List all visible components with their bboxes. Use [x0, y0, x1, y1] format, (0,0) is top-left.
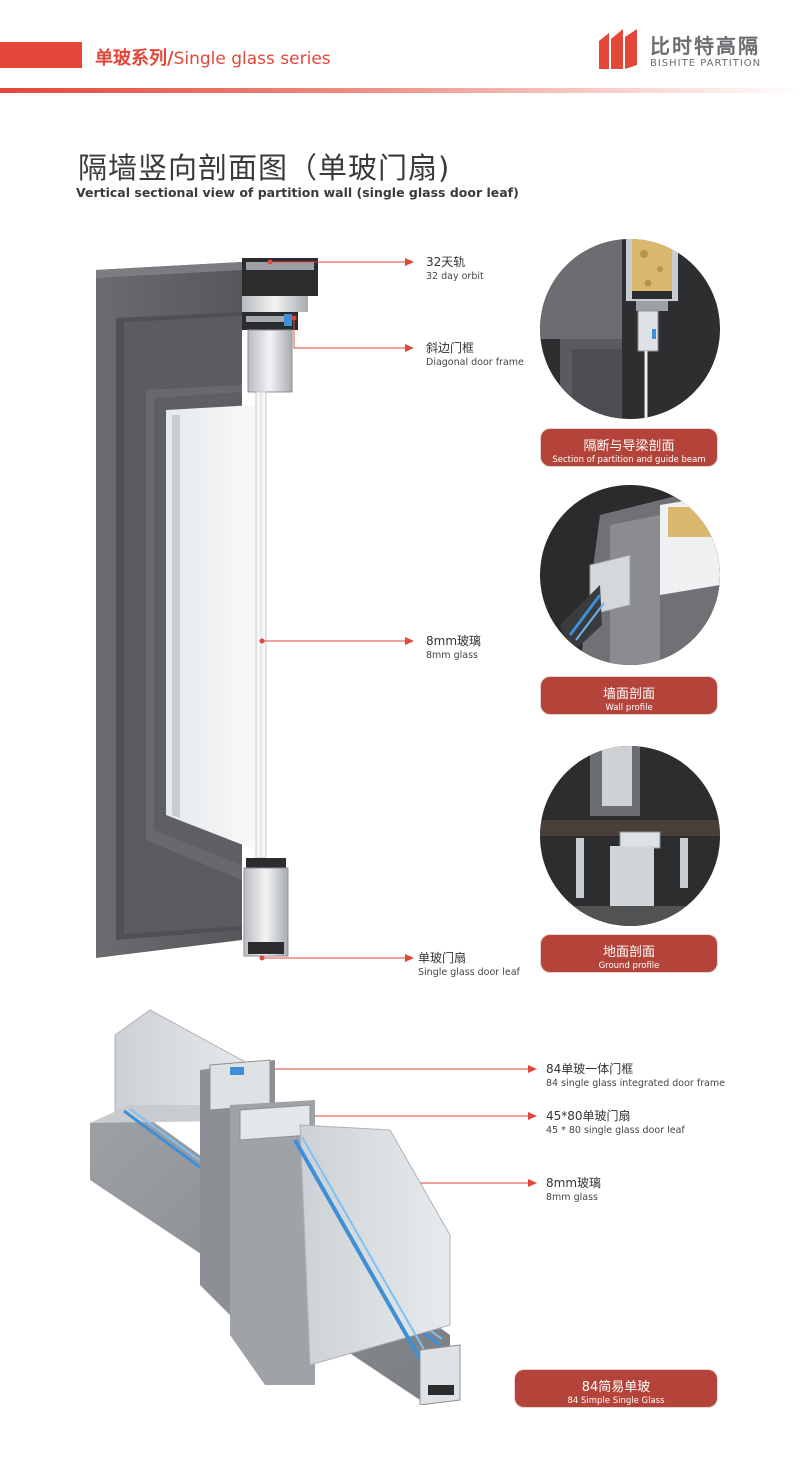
section-ground-cn: 地面剖面 — [602, 945, 655, 960]
page-title: 隔墙竖向剖面图（单玻门扇) — [78, 151, 451, 185]
callout-glass: 8mm玻璃 8mm glass — [426, 634, 481, 663]
product-name-label: 84简易单玻 84 Simple Single Glass — [514, 1369, 718, 1408]
series-title: 单玻系列/Single glass series — [95, 44, 331, 70]
section-ground-label: 地面剖面 Ground profile — [540, 934, 718, 973]
callout-integrated-frame: 84单玻一体门框 84 single glass integrated door… — [546, 1062, 725, 1091]
callout-integrated-frame-cn: 84单玻一体门框 — [546, 1062, 634, 1076]
series-title-cn: 单玻系列/ — [95, 48, 174, 69]
section-wall-cn: 墙面剖面 — [602, 687, 655, 702]
callout-top-rail-en: 32 day orbit — [426, 271, 484, 282]
header-accent-block — [0, 42, 82, 68]
callout-door-leaf-cn: 单玻门扇 — [418, 951, 467, 965]
product-name-en: 84 Simple Single Glass — [567, 1396, 665, 1406]
callout-glass-cn: 8mm玻璃 — [426, 634, 482, 648]
callout-glass-bottom-cn: 8mm玻璃 — [546, 1176, 602, 1190]
callout-door-leaf-en: Single glass door leaf — [418, 967, 520, 978]
section-wall-en: Wall profile — [605, 703, 653, 713]
section-wall-label: 墙面剖面 Wall profile — [540, 676, 718, 715]
callout-door-leaf: 单玻门扇 Single glass door leaf — [418, 951, 520, 980]
detail-guide-beam-image — [540, 239, 720, 419]
callout-door-leaf-45-cn: 45*80单玻门扇 — [546, 1109, 631, 1123]
brand-name-cn: 比时特高隔 — [650, 34, 760, 58]
callout-door-leaf-45: 45*80单玻门扇 45 * 80 single glass door leaf — [546, 1109, 685, 1138]
product-3d-illustration — [90, 1009, 461, 1405]
callout-door-leaf-45-en: 45 * 80 single glass door leaf — [546, 1125, 685, 1136]
door-section-illustration — [96, 258, 318, 958]
callout-top-rail-cn: 32天轨 — [426, 255, 466, 269]
brand-logo-icon — [599, 29, 637, 69]
section-guide-beam-label: 隔断与导梁剖面 Section of partition and guide b… — [540, 428, 718, 467]
detail-ground-profile-image — [540, 746, 720, 926]
detail-wall-profile-image — [540, 485, 720, 665]
brand-name-en: BISHITE PARTITION — [650, 58, 762, 69]
callout-door-frame: 斜边门框 Diagonal door frame — [426, 341, 524, 370]
section-ground-en: Ground profile — [598, 961, 660, 971]
callout-door-frame-en: Diagonal door frame — [426, 357, 524, 368]
callout-glass-en: 8mm glass — [426, 650, 478, 661]
page-subtitle: Vertical sectional view of partition wal… — [76, 185, 519, 200]
series-title-en: Single glass series — [173, 49, 331, 69]
callout-glass-bottom: 8mm玻璃 8mm glass — [546, 1176, 601, 1205]
callout-integrated-frame-en: 84 single glass integrated door frame — [546, 1078, 726, 1089]
callout-top-rail: 32天轨 32 day orbit — [426, 255, 484, 284]
product-name-cn: 84简易单玻 — [581, 1380, 651, 1395]
section-guide-beam-cn: 隔断与导梁剖面 — [583, 439, 675, 454]
header-divider — [0, 88, 800, 93]
section-guide-beam-en: Section of partition and guide beam — [552, 455, 706, 465]
callout-glass-bottom-en: 8mm glass — [546, 1192, 598, 1203]
callout-door-frame-cn: 斜边门框 — [426, 341, 475, 355]
